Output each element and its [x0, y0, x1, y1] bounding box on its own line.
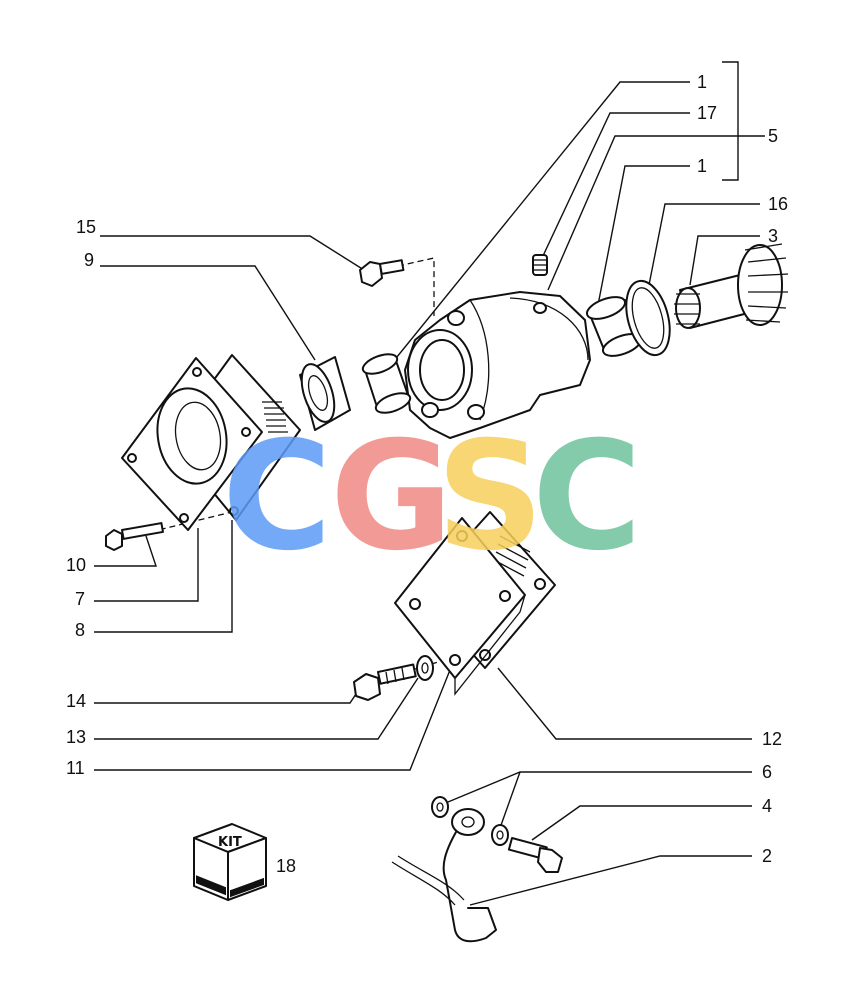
callout-17: 17	[697, 103, 717, 123]
kit-box-icon: KIT	[193, 823, 267, 901]
kit-label: KIT	[218, 835, 242, 850]
bolt-10	[105, 522, 164, 551]
banjo-bolt-4	[507, 837, 563, 873]
washer-6-right	[491, 824, 509, 846]
callout-10: 10	[66, 555, 86, 575]
callout-1-second: 1	[697, 156, 707, 176]
callout-12: 12	[762, 729, 782, 749]
gear-shaft-3	[674, 243, 789, 329]
bolt-14	[353, 663, 417, 701]
callout-labels: 1 17 5 1 16 3 15 9 10 7 8 14 13 11 12 6 …	[66, 72, 788, 876]
flange-cover-7	[121, 357, 263, 531]
callout-7: 7	[75, 589, 85, 609]
bolt-15	[359, 259, 405, 287]
callout-8: 8	[75, 620, 85, 640]
watermark-letter-1: C	[222, 410, 332, 584]
callout-6: 6	[762, 762, 772, 782]
oil-pipe-2	[391, 808, 497, 943]
washer-13	[416, 655, 434, 681]
thrust-washer-9	[299, 356, 351, 431]
callout-2: 2	[762, 846, 772, 866]
gasket-hatch-8	[262, 401, 288, 433]
watermark-letter-3: S	[436, 410, 544, 584]
callout-11: 11	[66, 758, 85, 778]
watermark-letter-4: C	[532, 410, 642, 584]
bushing-1-left	[361, 353, 412, 414]
watermark-letter-2: G	[330, 410, 453, 584]
watermark: C G S C	[222, 410, 642, 584]
snap-ring-16	[625, 279, 671, 357]
housing-5	[404, 291, 591, 439]
set-screw-17	[532, 254, 548, 276]
cover-plate-11	[394, 517, 526, 696]
callout-18: 18	[276, 856, 296, 876]
callout-1-top: 1	[697, 72, 707, 92]
callout-3: 3	[768, 226, 778, 246]
callout-14: 14	[66, 691, 86, 711]
callout-4: 4	[762, 796, 772, 816]
callout-15: 15	[76, 217, 96, 237]
callout-16: 16	[768, 194, 788, 214]
callout-13: 13	[66, 727, 86, 747]
washer-6-left	[431, 796, 449, 818]
callout-9: 9	[84, 250, 94, 270]
callout-5: 5	[768, 126, 778, 146]
